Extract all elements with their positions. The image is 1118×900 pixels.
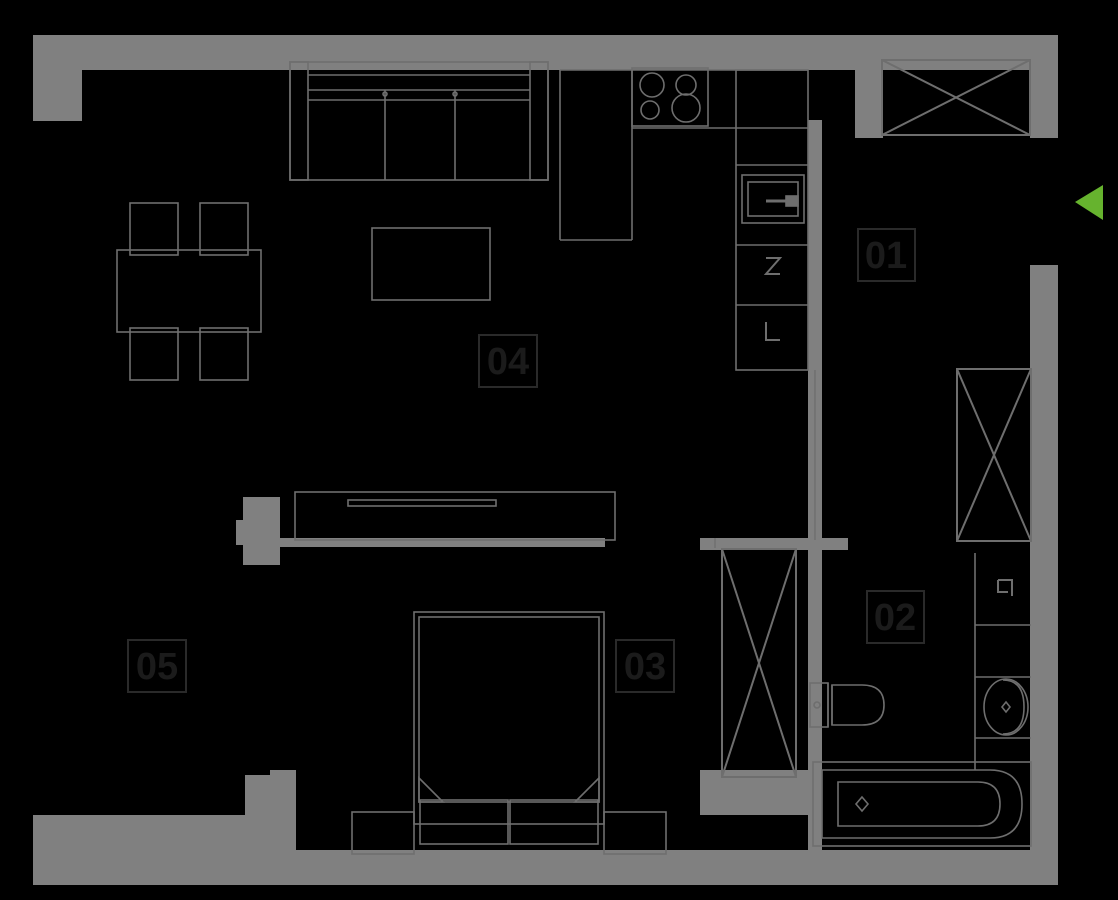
wall-bathroom-top [700,538,848,550]
room-label-04[interactable]: 04 [478,334,538,388]
room-label-03-text: 03 [624,646,666,688]
room-label-02-text: 02 [874,597,916,639]
washer-icon [997,579,1013,596]
wall-bottom [33,850,1058,885]
room-label-03[interactable]: 03 [615,639,675,693]
wall-bottom-left-step [33,770,296,850]
entrance-marker[interactable] [1075,185,1103,220]
wall-top-left-return [33,35,82,121]
toilet [809,682,885,728]
pillow-right [509,799,599,845]
interior-partition-lines [714,370,816,548]
kitchen-sink [741,174,805,224]
cooktop [631,67,709,127]
fridge-icon [763,257,783,275]
appliance-markers [763,257,783,341]
bathtub [812,761,1032,847]
window-right[interactable] [956,368,1032,542]
bed-corner-right [573,776,600,803]
room-label-05-text: 05 [136,646,178,688]
walls [33,35,1058,885]
room-labels: 01 02 03 04 05 [127,228,925,693]
bed [413,611,605,845]
chair-top-right [199,202,249,256]
wall-right-upper [1030,35,1058,138]
openings [721,59,1032,778]
nightstand-right [603,811,667,855]
room-label-01-box [857,228,916,282]
washing-machine [997,579,1013,596]
room-label-05[interactable]: 05 [127,639,187,693]
washbasin [974,553,1031,770]
pillow-left [419,799,509,845]
wall-partition-hall-kitchen [808,120,822,540]
wardrobe [294,491,616,541]
wall-corridor-sill [280,538,605,547]
dining-table [116,249,262,333]
chair-bottom-right [199,327,249,381]
coffee-table [371,227,491,301]
room-label-04-text: 04 [487,341,529,383]
room-label-01[interactable]: 01 [857,228,916,282]
room-label-03-box [615,639,675,693]
chair-top-left [129,202,179,256]
nightstands [351,811,667,855]
dishwasher-icon [765,322,780,341]
wall-top [33,35,1058,121]
wall-right-lower [1030,265,1058,850]
furniture [116,61,1032,855]
nightstand-left [351,811,415,855]
room-label-04-box [478,334,538,388]
dining-chairs [129,202,249,381]
wall-wardrobe-pilaster [236,497,280,565]
door-bedroom-hall[interactable] [721,548,797,778]
wall-top-left-pier-right [855,35,883,138]
room-label-01-text: 01 [865,235,907,277]
entrance-arrow-icon[interactable] [1075,185,1103,220]
window-top[interactable] [881,59,1031,136]
sofa [289,61,549,181]
room-label-02-box [866,590,925,644]
room-label-05-box [127,639,187,693]
wall-bathroom-left [808,540,822,850]
chair-bottom-left [129,327,179,381]
bed-corner-left [418,776,445,803]
room-label-02[interactable]: 02 [866,590,925,644]
kitchen-counters [559,69,809,371]
